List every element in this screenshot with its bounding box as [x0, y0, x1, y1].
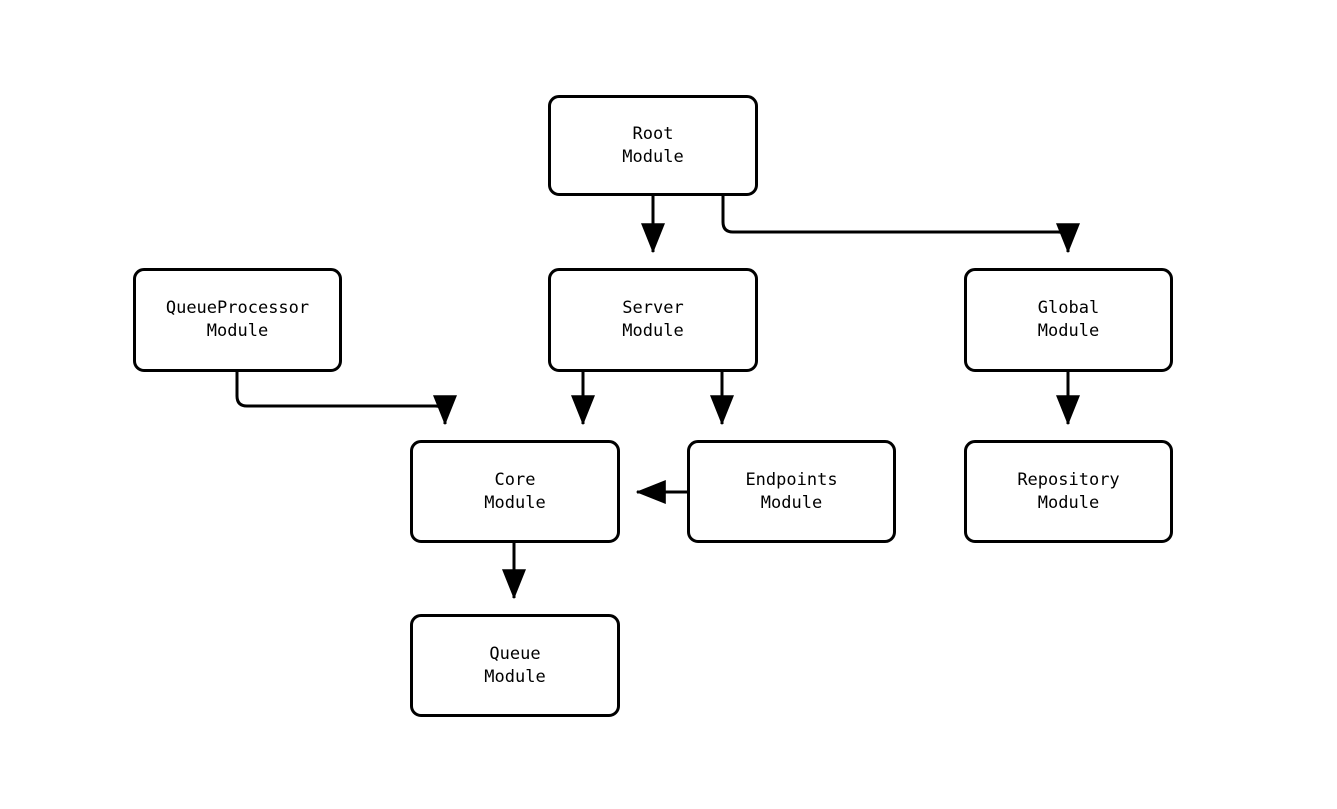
node-global[interactable]: Global Module — [964, 268, 1173, 372]
node-server[interactable]: Server Module — [548, 268, 758, 372]
node-global-label: Global Module — [1037, 298, 1100, 341]
node-queueprocessor-label: QueueProcessor Module — [165, 298, 310, 341]
node-core[interactable]: Core Module — [410, 440, 620, 543]
node-core-label: Core Module — [484, 469, 546, 513]
node-repository[interactable]: Repository Module — [964, 440, 1173, 543]
node-root-label: Root Module — [622, 123, 684, 167]
node-queueprocessor[interactable]: QueueProcessor Module — [133, 268, 342, 372]
node-endpoints-label: Endpoints Module — [745, 469, 838, 513]
edge-queueprocessor-to-core — [235, 372, 457, 426]
node-repository-label: Repository Module — [1017, 469, 1120, 513]
node-queue-label: Queue Module — [484, 643, 546, 687]
edges-group — [235, 196, 1080, 600]
node-root[interactable]: Root Module — [548, 95, 758, 196]
edge-root-to-global — [721, 196, 1080, 254]
node-endpoints[interactable]: Endpoints Module — [687, 440, 896, 543]
node-queue[interactable]: Queue Module — [410, 614, 620, 717]
node-server-label: Server Module — [622, 298, 684, 341]
